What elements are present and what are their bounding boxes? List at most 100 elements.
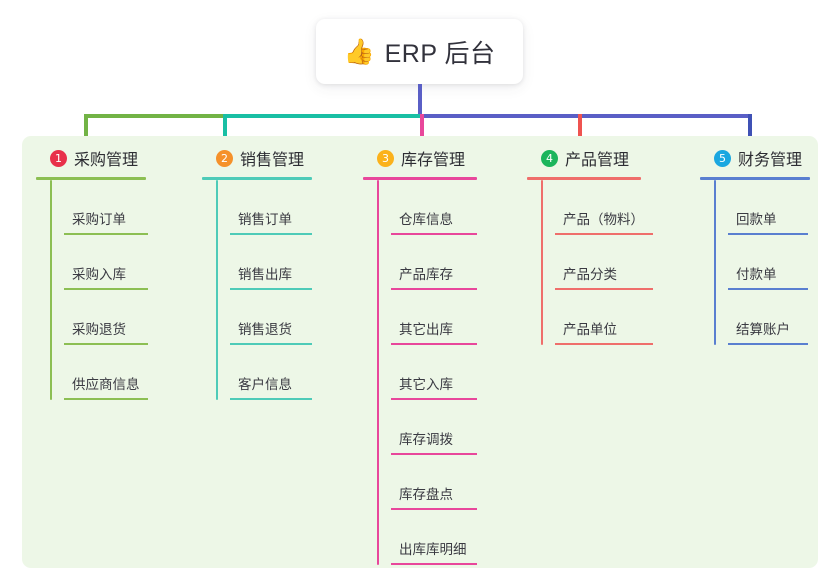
list-item-label: 销售订单 — [238, 212, 292, 227]
list-item[interactable]: 销售退货 — [216, 290, 317, 345]
thumbs-up-icon: 👍 — [343, 37, 375, 66]
column-header-finance[interactable]: 5 财务管理 — [700, 145, 814, 171]
list-item-rule — [64, 343, 148, 345]
column-items-sales: 销售订单销售出库销售退货客户信息 — [202, 180, 317, 400]
column-items-product: 产品（物料） 产品分类产品单位 — [527, 180, 653, 345]
list-item-label: 产品单位 — [563, 322, 617, 337]
column-rule-product — [527, 177, 641, 180]
list-item[interactable]: 供应商信息 — [50, 345, 154, 400]
column-sales: 2 销售管理销售订单销售出库销售退货客户信息 — [202, 145, 317, 400]
list-item-label: 采购入库 — [72, 267, 126, 282]
list-item-rule — [728, 343, 808, 345]
list-item-label: 出库库明细 — [399, 542, 467, 557]
column-header-sales[interactable]: 2 销售管理 — [202, 145, 317, 171]
column-items-finance: 回款单付款单结算账户 — [700, 180, 814, 345]
list-item-rule — [64, 398, 148, 400]
column-spine-purchase — [50, 180, 52, 400]
list-item-rule — [230, 398, 312, 400]
list-item[interactable]: 其它入库 — [377, 345, 481, 400]
column-spine-product — [541, 180, 543, 345]
list-item-rule — [555, 343, 653, 345]
column-title-product: 产品管理 — [565, 152, 630, 169]
list-item[interactable]: 结算账户 — [714, 290, 814, 345]
column-items-inventory: 仓库信息产品库存其它出库其它入库库存调拨库存盘点出库库明细 — [363, 180, 481, 565]
list-item-rule — [728, 233, 808, 235]
list-item[interactable]: 采购入库 — [50, 235, 154, 290]
list-item-rule — [391, 398, 477, 400]
list-item-rule — [230, 233, 312, 235]
column-badge-purchase: 1 — [50, 149, 67, 167]
column-rule-inventory — [363, 177, 477, 180]
list-item-label: 客户信息 — [238, 377, 292, 392]
segment-teal — [223, 114, 420, 118]
list-item[interactable]: 销售出库 — [216, 235, 317, 290]
drop-product — [578, 114, 582, 149]
list-item-rule — [728, 288, 808, 290]
list-item[interactable]: 其它出库 — [377, 290, 481, 345]
list-item[interactable]: 出库库明细 — [377, 510, 481, 565]
root-node[interactable]: 👍 ERP 后台 — [316, 19, 523, 84]
list-item[interactable]: 库存盘点 — [377, 455, 481, 510]
diagram-board — [22, 136, 818, 568]
list-item-label: 采购订单 — [72, 212, 126, 227]
list-item-rule — [230, 288, 312, 290]
list-item[interactable]: 产品单位 — [541, 290, 653, 345]
list-item[interactable]: 付款单 — [714, 235, 814, 290]
list-item[interactable]: 销售订单 — [216, 180, 317, 235]
column-badge-product: 4 — [541, 149, 558, 167]
list-item-label: 其它出库 — [399, 322, 453, 337]
list-item[interactable]: 采购退货 — [50, 290, 154, 345]
list-item-label: 库存盘点 — [399, 487, 453, 502]
list-item-label: 付款单 — [736, 267, 777, 282]
list-item[interactable]: 库存调拨 — [377, 400, 481, 455]
list-item[interactable]: 采购订单 — [50, 180, 154, 235]
drop-finance — [748, 114, 752, 149]
list-item[interactable]: 仓库信息 — [377, 180, 481, 235]
list-item-rule — [64, 288, 148, 290]
list-item[interactable]: 产品分类 — [541, 235, 653, 290]
list-item-rule — [391, 233, 477, 235]
list-item[interactable]: 客户信息 — [216, 345, 317, 400]
list-item-label: 供应商信息 — [72, 377, 140, 392]
segment-indian — [420, 114, 750, 118]
column-badge-sales: 2 — [216, 149, 233, 167]
list-item-label: 仓库信息 — [399, 212, 453, 227]
list-item[interactable]: 产品库存 — [377, 235, 481, 290]
list-item-rule — [230, 343, 312, 345]
list-item-label: 产品库存 — [399, 267, 453, 282]
drop-inventory — [420, 114, 424, 149]
column-rule-sales — [202, 177, 312, 180]
column-rule-purchase — [36, 177, 146, 180]
column-items-purchase: 采购订单采购入库采购退货供应商信息 — [36, 180, 154, 400]
column-spine-inventory — [377, 180, 379, 565]
list-item[interactable]: 产品（物料） — [541, 180, 653, 235]
list-item-label: 产品（物料） — [563, 212, 644, 227]
column-badge-finance: 5 — [714, 149, 731, 167]
list-item-label: 销售退货 — [238, 322, 292, 337]
list-item-label: 采购退货 — [72, 322, 126, 337]
list-item-rule — [391, 288, 477, 290]
list-item-label: 销售出库 — [238, 267, 292, 282]
column-title-finance: 财务管理 — [738, 152, 803, 169]
column-title-sales: 销售管理 — [240, 152, 305, 169]
column-spine-finance — [714, 180, 716, 345]
list-item-rule — [64, 233, 148, 235]
list-item-rule — [391, 508, 477, 510]
column-header-product[interactable]: 4 产品管理 — [527, 145, 645, 171]
list-item-rule — [391, 343, 477, 345]
list-item-label: 其它入库 — [399, 377, 453, 392]
column-product: 4 产品管理产品（物料） 产品分类产品单位 — [527, 145, 653, 345]
column-finance: 5 财务管理回款单付款单结算账户 — [700, 145, 814, 345]
segment-green — [84, 114, 223, 118]
column-rule-finance — [700, 177, 810, 180]
root-trunk-connector — [418, 84, 422, 114]
list-item-rule — [555, 233, 653, 235]
drop-purchase — [84, 114, 88, 149]
list-item[interactable]: 回款单 — [714, 180, 814, 235]
drop-sales — [223, 114, 227, 149]
